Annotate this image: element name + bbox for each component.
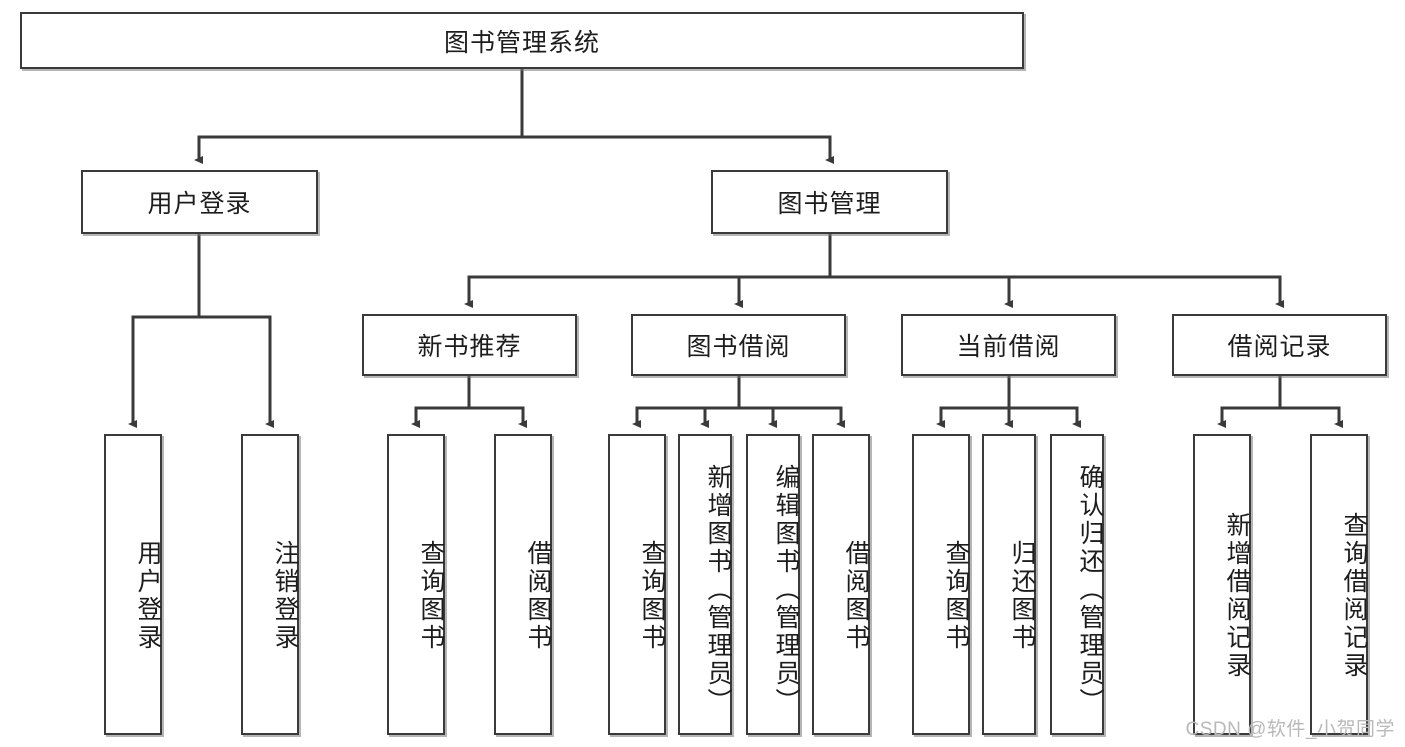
node-label: 归还图书 xyxy=(1008,539,1036,652)
node-new-book-recommend[interactable]: 新书推荐 xyxy=(362,314,577,376)
node-root-book-management-system[interactable]: 图书管理系统 xyxy=(20,12,1024,69)
leaf-return-book[interactable]: 归还图书 xyxy=(982,434,1036,735)
leaf-logout-login[interactable]: 注销登录 xyxy=(241,434,299,735)
node-label: 当前借阅 xyxy=(956,333,1061,361)
node-label: 查询图书 xyxy=(942,539,970,652)
node-book-borrow[interactable]: 图书借阅 xyxy=(631,314,846,376)
node-label: 新增借阅记录 xyxy=(1223,511,1251,680)
node-label: 图书管理 xyxy=(777,190,882,218)
node-label: 借阅图书 xyxy=(524,539,552,652)
node-label: 注销登录 xyxy=(271,539,299,652)
node-label: 新增图书（管理员） xyxy=(704,463,732,716)
node-current-borrow[interactable]: 当前借阅 xyxy=(901,314,1116,376)
leaf-confirm-return-admin[interactable]: 确认归还（管理员） xyxy=(1050,434,1104,735)
node-label: 编辑图书（管理员） xyxy=(772,463,800,716)
leaf-edit-book-admin[interactable]: 编辑图书（管理员） xyxy=(746,434,800,735)
node-label: 图书借阅 xyxy=(686,333,791,361)
leaf-add-book-admin[interactable]: 新增图书（管理员） xyxy=(678,434,732,735)
node-label: 借阅记录 xyxy=(1227,333,1332,361)
node-borrow-record[interactable]: 借阅记录 xyxy=(1172,314,1387,376)
node-label: 借阅图书 xyxy=(842,539,870,652)
node-user-login[interactable]: 用户登录 xyxy=(81,170,318,234)
node-book-management[interactable]: 图书管理 xyxy=(711,170,948,234)
leaf-user-login[interactable]: 用户登录 xyxy=(104,434,162,735)
node-label: 用户登录 xyxy=(147,190,252,218)
csdn-watermark: CSDN @软件_小贺同学 xyxy=(1185,719,1395,740)
node-label: 确认归还（管理员） xyxy=(1076,463,1104,716)
leaf-borrow-book-recommend[interactable]: 借阅图书 xyxy=(494,434,552,735)
node-label: 查询图书 xyxy=(638,539,666,652)
node-label: 用户登录 xyxy=(134,539,162,652)
node-label: 查询借阅记录 xyxy=(1340,511,1368,680)
leaf-borrow-book[interactable]: 借阅图书 xyxy=(812,434,870,735)
leaf-query-book-current[interactable]: 查询图书 xyxy=(912,434,970,735)
leaf-add-borrow-record[interactable]: 新增借阅记录 xyxy=(1193,434,1251,735)
leaf-query-borrow-record[interactable]: 查询借阅记录 xyxy=(1310,434,1368,735)
node-label: 新书推荐 xyxy=(417,333,522,361)
leaf-query-book-recommend[interactable]: 查询图书 xyxy=(387,434,445,735)
leaf-query-book-borrow[interactable]: 查询图书 xyxy=(608,434,666,735)
node-label: 图书管理系统 xyxy=(443,28,600,57)
node-label: 查询图书 xyxy=(417,539,445,652)
